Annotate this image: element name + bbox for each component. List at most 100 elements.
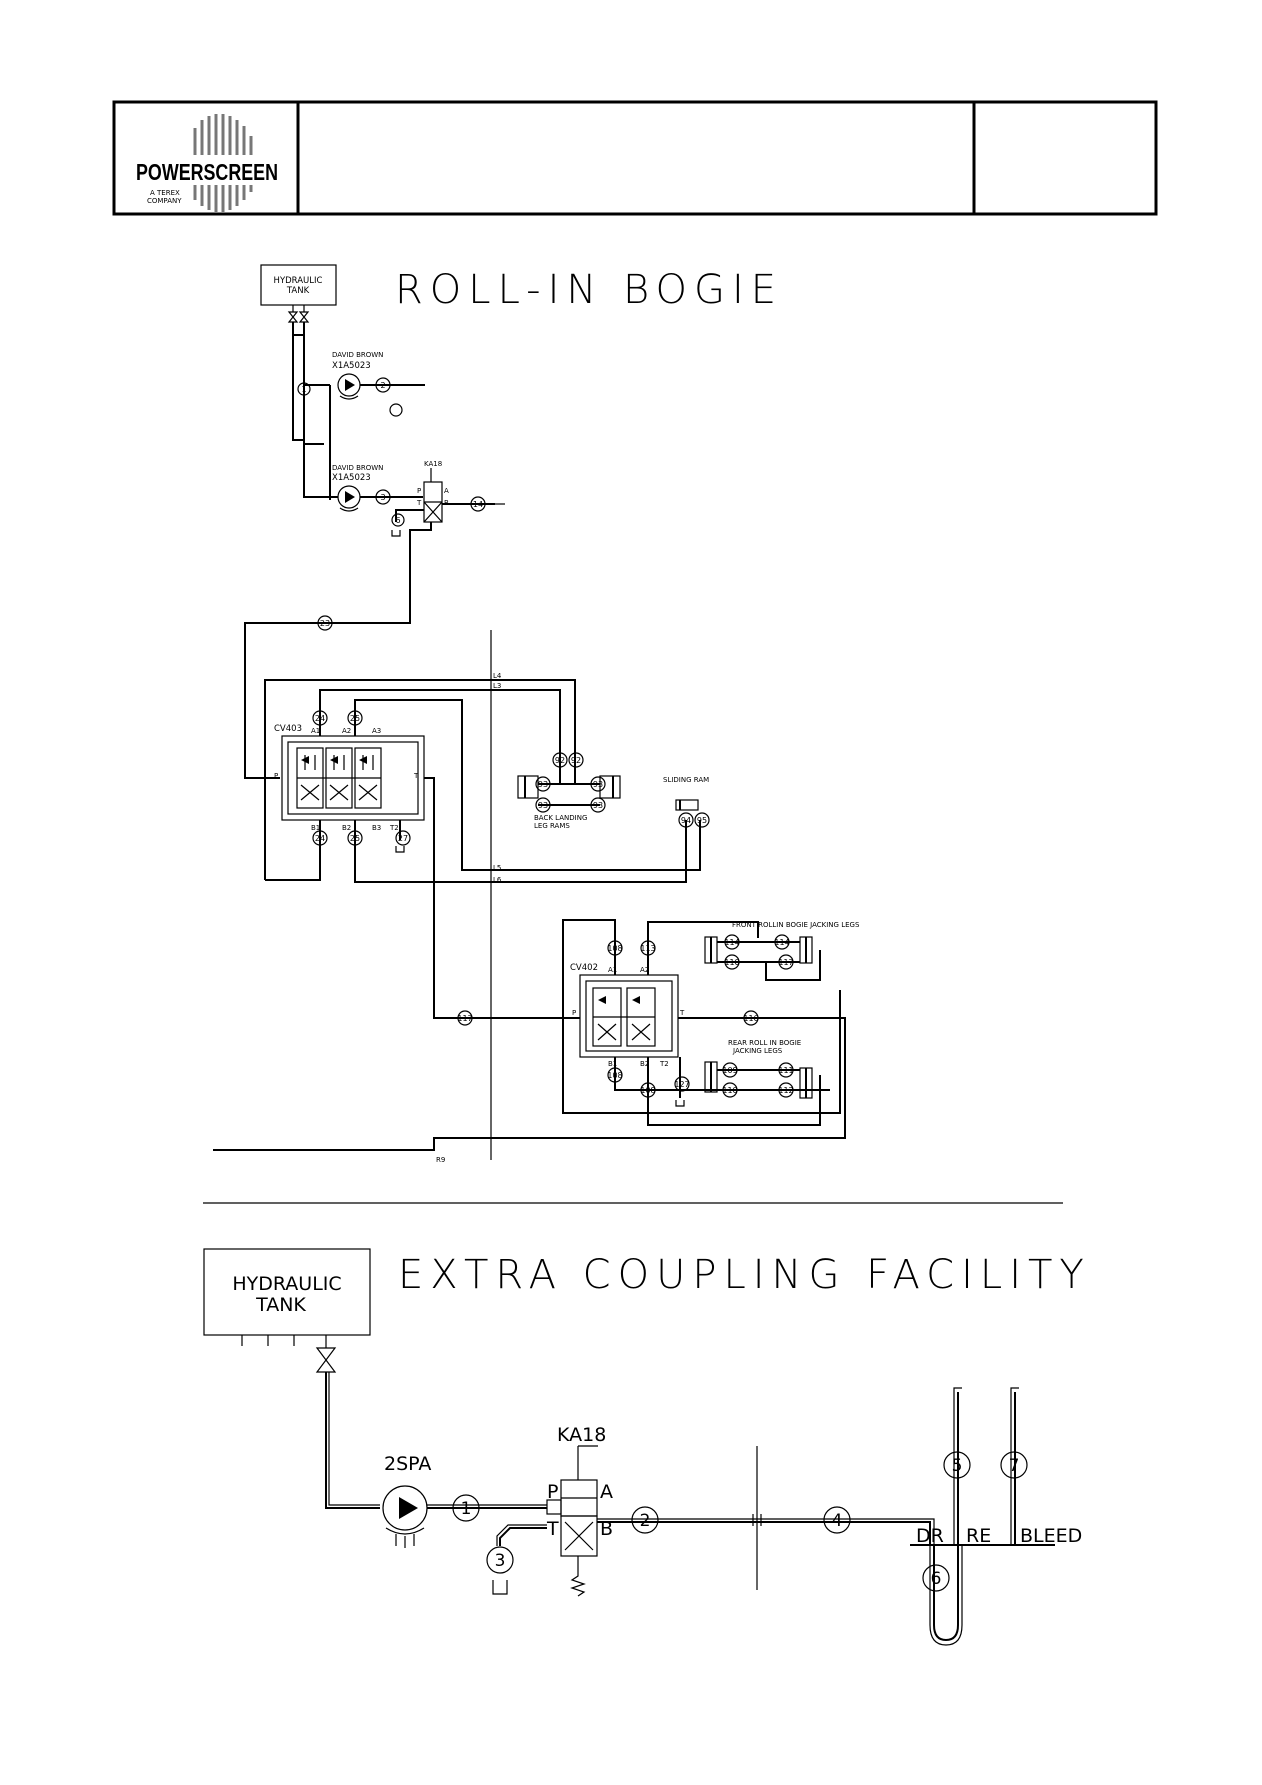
hose-tag: 116 [743, 1010, 759, 1026]
pump-1: DAVID BROWN X1A5023 [332, 351, 425, 400]
label-re: RE [966, 1525, 991, 1547]
cv402-p: P [572, 1009, 576, 1017]
hose-tag: 25 [347, 830, 363, 846]
hydraulic-tank-large: HYDRAULIC TANK [203, 1248, 371, 1373]
back-legs-label-2: LEG RAMS [534, 822, 570, 830]
svg-text:24: 24 [315, 834, 325, 843]
svg-text:108: 108 [607, 1071, 622, 1080]
svg-text:2: 2 [380, 381, 385, 390]
svg-text:6: 6 [395, 516, 400, 525]
ka18-valve-large: KA18 P A T B [546, 1424, 613, 1597]
logo-subtext-2: COMPANY [147, 197, 182, 205]
cv403-label: CV403 [274, 724, 302, 734]
svg-text:113: 113 [640, 944, 655, 953]
cv402-label: CV402 [570, 963, 598, 973]
cv403-a1: A1 [311, 727, 320, 735]
cv402-valve-bank: CV402 A1 A2 B1 B2 T2 P T [570, 963, 685, 1068]
ka18-valve-small: KA18 P A T B [416, 460, 505, 523]
svg-text:114: 114 [724, 938, 739, 947]
hose-tag: 2 [375, 377, 391, 393]
svg-text:94: 94 [681, 816, 691, 825]
hose-tag: 93 [590, 776, 606, 792]
svg-text:108: 108 [607, 944, 622, 953]
hose-tag: 108 [640, 1082, 656, 1098]
svg-text:14: 14 [473, 500, 483, 509]
pump1-model: X1A5023 [332, 361, 371, 371]
hose-tag: 110 [724, 954, 740, 970]
svg-text:95: 95 [697, 816, 707, 825]
port-l5: L5 [493, 864, 501, 872]
ka18-large-label: KA18 [557, 1424, 606, 1446]
cv403-b2: B2 [342, 824, 351, 832]
pump-2: DAVID BROWN X1A5023 [303, 444, 423, 512]
logo-text: POWERSCREEN [136, 159, 278, 185]
sliding-ram-label: SLIDING RAM [663, 776, 709, 784]
ka18-label: KA18 [424, 460, 442, 468]
hose-tag: 117 [457, 1010, 473, 1026]
hose-tag: 3 [486, 1546, 514, 1574]
hose-tag: 113 [640, 940, 656, 956]
pump2-model: X1A5023 [332, 473, 371, 483]
logo-subtext-1: A TEREX [150, 189, 180, 197]
svg-text:127: 127 [674, 1080, 689, 1089]
roll-in-bogie-section: ROLL-IN BOGIE HYDRAULIC TANK DAVID BROWN… [213, 264, 860, 1164]
pump-2spa-label: 2SPA [384, 1453, 431, 1475]
svg-text:25: 25 [350, 834, 360, 843]
svg-text:112: 112 [778, 1086, 793, 1095]
svg-text:117: 117 [457, 1014, 472, 1023]
pump1-make: DAVID BROWN [332, 351, 383, 359]
extra-hose-tags: 1 2 3 4 5 6 7 [452, 1451, 1028, 1592]
front-jacking-legs: FRONT ROLLIN BOGIE JACKING LEGS [704, 921, 860, 964]
svg-text:92: 92 [571, 756, 581, 765]
cv402-a1: A1 [608, 966, 617, 974]
hose-tag: 117 [778, 954, 794, 970]
svg-text:5: 5 [952, 1456, 963, 1476]
hose-tag: 25 [347, 710, 363, 726]
tank-outlet-valves-icon [287, 305, 310, 323]
ka18-port-a: A [600, 1481, 613, 1503]
cv403-b1: B1 [311, 824, 320, 832]
cv402-b2: B2 [640, 1060, 649, 1068]
drain-symbol [391, 530, 401, 537]
ka18-port-p: P [547, 1481, 558, 1503]
ka18-port-b: B [600, 1518, 613, 1540]
cv402-t: T [679, 1009, 685, 1017]
svg-text:93: 93 [538, 801, 548, 810]
svg-text:117: 117 [778, 958, 793, 967]
svg-text:93: 93 [593, 780, 603, 789]
tank-large-line2: TANK [255, 1294, 306, 1316]
hydraulic-tank-small: HYDRAULIC TANK [260, 264, 337, 323]
label-dr: DR [916, 1525, 944, 1547]
pump-2spa: 2SPA [382, 1453, 547, 1548]
hose-tag: 108 [607, 1067, 623, 1083]
hose-tag: 127 [674, 1076, 690, 1092]
svg-text:2: 2 [640, 1511, 651, 1531]
svg-text:92: 92 [555, 756, 565, 765]
svg-text:3: 3 [495, 1551, 506, 1571]
drain-symbol-large [492, 1580, 508, 1595]
svg-text:4: 4 [832, 1511, 843, 1531]
powerscreen-logo: POWERSCREEN A TEREX COMPANY [134, 114, 280, 212]
hose-tag: 92 [552, 752, 568, 768]
extra-coupling-section: EXTRA COUPLING FACILITY HYDRAULIC TANK 2… [203, 1248, 1084, 1646]
svg-text:93: 93 [593, 801, 603, 810]
port-l4: L4 [493, 672, 502, 680]
hose-tag: 111 [778, 1062, 794, 1078]
svg-text:1: 1 [301, 385, 306, 394]
svg-text:6: 6 [931, 1569, 942, 1589]
port-l6: L6 [493, 876, 502, 884]
roll-in-title: ROLL-IN BOGIE [395, 267, 783, 313]
hose-tag: 7 [1000, 1451, 1028, 1479]
rear-legs-label-2: JACKING LEGS [732, 1047, 783, 1055]
tank-outlet-valve-icon [315, 1347, 337, 1373]
hose-tag: 6 [391, 513, 405, 527]
hose-tag: 3 [375, 489, 391, 505]
ka-port-t: T [416, 499, 422, 507]
hose-tag: 4 [823, 1506, 851, 1534]
tank-large-line1: HYDRAULIC [232, 1273, 341, 1295]
cv403-b3: B3 [372, 824, 381, 832]
hose-tag: 24 [312, 710, 328, 726]
hose-tag: 27 [395, 830, 411, 846]
svg-text:116: 116 [743, 1014, 758, 1023]
